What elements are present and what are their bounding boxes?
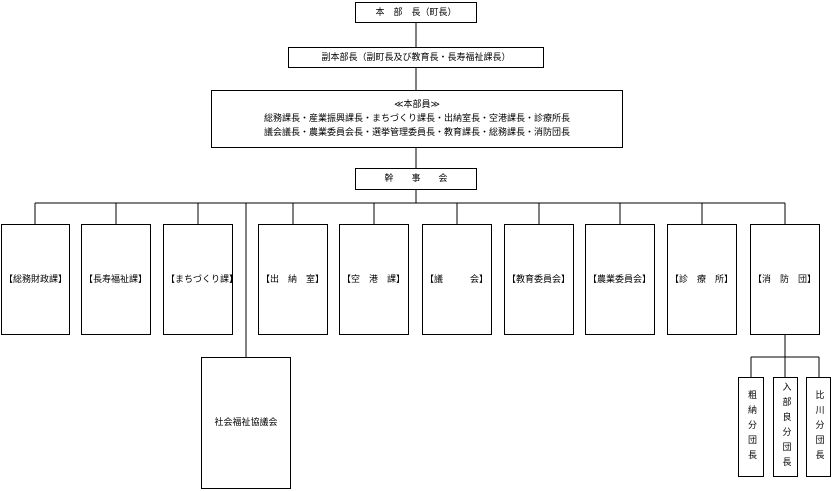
dept-box-longevity-welfare: 【長寿福祉課】 xyxy=(81,224,151,335)
dept-box-fire-brigade: 【消 防 団】 xyxy=(750,224,820,335)
welfare-council-box: 社会福祉協議会 xyxy=(201,357,291,489)
fire-branch-box-1: 粗納分団長 xyxy=(738,377,764,477)
dept-box-town-planning: 【まちづくり課】 xyxy=(163,224,238,335)
secretariat-box: 幹 事 会 xyxy=(355,168,477,190)
head-box: 本 部 長（町長） xyxy=(355,2,477,23)
vice-head-box: 副本部長（副町長及び教育長・長寿福祉課長） xyxy=(288,47,544,68)
dept-box-treasury: 【出 納 室】 xyxy=(258,224,328,335)
dept-box-general-affairs: 【総務財政課】 xyxy=(1,224,70,335)
fire-branch-box-2: 入部良分団長 xyxy=(773,377,798,477)
dept-box-airport: 【空 港 課】 xyxy=(339,224,409,335)
dept-box-clinic: 【診 療 所】 xyxy=(667,224,737,335)
fire-branch-box-3: 比川分団長 xyxy=(806,377,831,477)
members-line-1: 総務課長・産業振興課長・まちづくり課長・出納室長・空港課長・診療所長 xyxy=(263,114,570,124)
members-box: ≪本部員≫ 総務課長・産業振興課長・まちづくり課長・出納室長・空港課長・診療所長… xyxy=(211,90,623,148)
dept-box-assembly: 【議 会】 xyxy=(422,224,492,335)
members-title: ≪本部員≫ xyxy=(394,100,440,110)
dept-box-education-board: 【教育委員会】 xyxy=(504,224,574,335)
members-line-2: 議会議長・農業委員会長・選挙管理委員長・教育課長・総務課長・消防団長 xyxy=(263,128,570,138)
dept-box-agriculture-board: 【農業委員会】 xyxy=(585,224,655,335)
